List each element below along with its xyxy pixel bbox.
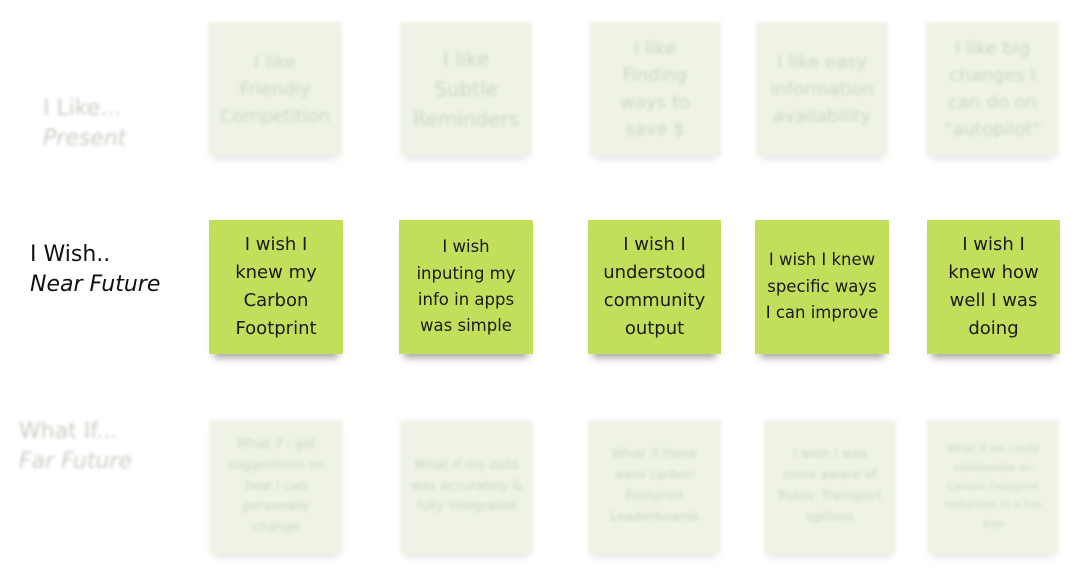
sticky-note-text: What if we could collaborate on Carbon F… — [944, 442, 1042, 531]
sticky-note-whatif-2[interactable]: What if my data was accurately & fully i… — [400, 420, 533, 554]
sticky-note-text: I like easy information availability — [770, 51, 874, 127]
row-label-like: I Like... Present — [43, 94, 126, 153]
sticky-note-wish-2[interactable]: I wish inputing my info in apps was simp… — [399, 220, 533, 354]
row-label-wish-subtitle: Near Future — [30, 271, 161, 297]
sticky-note-wish-5[interactable]: I wish I knew how well I was doing — [927, 220, 1060, 354]
sticky-note-text: I wish I understood community output — [603, 234, 706, 339]
row-label-wish-title: I Wish.. — [30, 242, 111, 267]
row-label-whatif-title: What If... — [19, 419, 118, 444]
row-label-wish: I Wish.. Near Future — [30, 240, 160, 299]
sticky-note-wish-4[interactable]: I wish I knew specific ways I can improv… — [755, 220, 889, 354]
sticky-note-text: What if there were carbon Footprint Lead… — [610, 447, 699, 525]
sticky-note-text: I like Subtle Reminders — [412, 47, 520, 131]
sticky-note-text: I wish I was more aware of Public Transp… — [778, 447, 882, 525]
sticky-note-like-5[interactable]: I like big changes I can do on "autopilo… — [926, 22, 1059, 156]
sticky-note-like-1[interactable]: I like Friendly Competition — [208, 22, 342, 156]
sticky-note-text: I like Friendly Competition — [219, 51, 331, 127]
sticky-note-text: I wish I knew specific ways I can improv… — [765, 250, 879, 323]
sticky-note-whatif-5[interactable]: What if we could collaborate on Carbon F… — [927, 420, 1059, 554]
sticky-note-whatif-3[interactable]: What if there were carbon Footprint Lead… — [588, 420, 721, 554]
sticky-note-text: What if i got suggestions on how I can p… — [226, 437, 326, 536]
sticky-note-text: I wish I knew my Carbon Footprint — [235, 234, 317, 339]
sticky-note-text: I wish inputing my info in apps was simp… — [416, 237, 516, 336]
sticky-note-wish-3[interactable]: I wish I understood community output — [588, 220, 721, 354]
sticky-note-wish-1[interactable]: I wish I knew my Carbon Footprint — [209, 220, 343, 354]
sticky-note-like-3[interactable]: I like Finding ways to save $ — [589, 22, 721, 156]
sticky-note-text: I like Finding ways to save $ — [620, 38, 690, 140]
sticky-note-text: What if my data was accurately & fully i… — [410, 457, 523, 515]
sticky-note-like-2[interactable]: I like Subtle Reminders — [400, 22, 532, 156]
sticky-note-whatif-1[interactable]: What if i got suggestions on how I can p… — [209, 420, 343, 554]
sticky-note-whatif-4[interactable]: I wish I was more aware of Public Transp… — [764, 420, 896, 554]
sticky-note-text: I wish I knew how well I was doing — [948, 234, 1039, 339]
sticky-note-text: I like big changes I can do on "autopilo… — [944, 38, 1041, 140]
row-label-whatif: What If... Far Future — [19, 417, 132, 476]
row-label-like-title: I Like... — [43, 96, 122, 121]
row-label-like-subtitle: Present — [43, 125, 127, 151]
row-label-whatif-subtitle: Far Future — [19, 448, 133, 474]
sticky-note-like-4[interactable]: I like easy information availability — [756, 22, 888, 156]
